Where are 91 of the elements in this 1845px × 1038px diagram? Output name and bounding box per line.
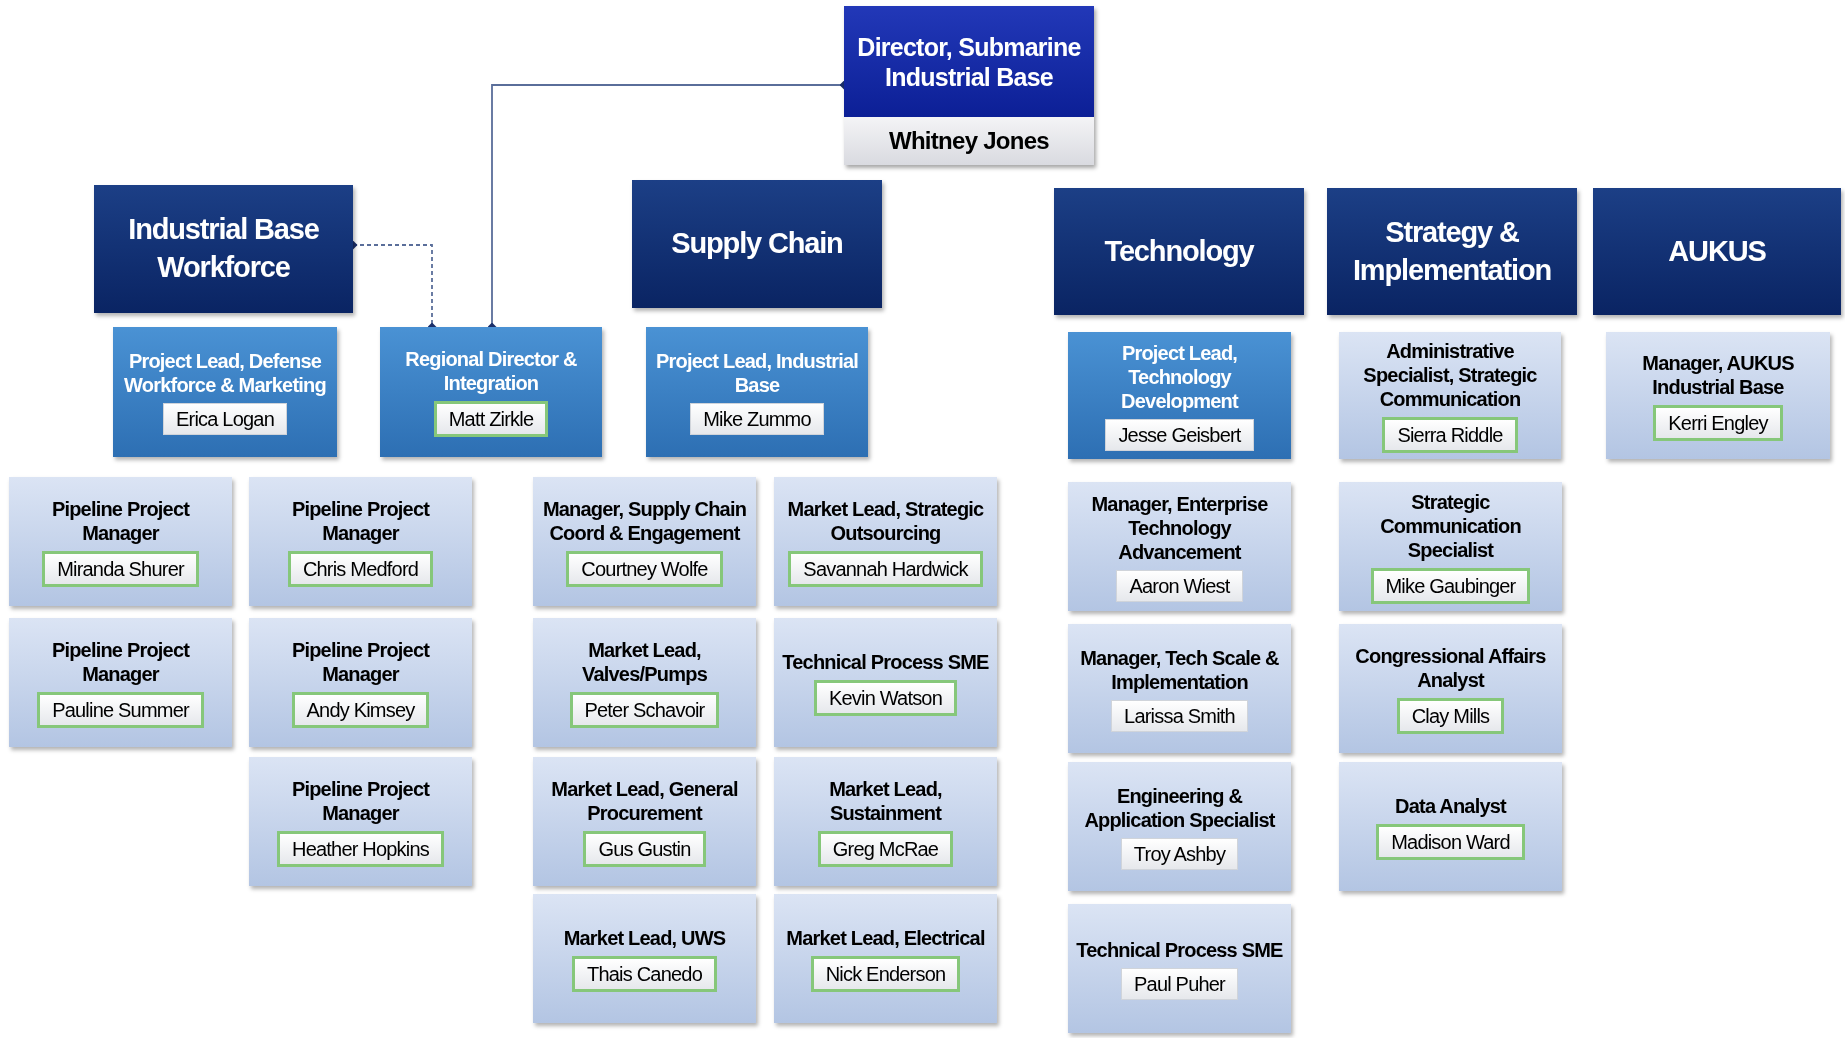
role-title: Technical Process SME bbox=[1076, 937, 1283, 962]
role-title: Engineering & Application Specialist bbox=[1083, 783, 1277, 832]
role-card bbox=[1068, 482, 1291, 611]
name-plate: Aaron Wiest bbox=[1116, 569, 1243, 602]
role-title: Manager, Tech Scale & Implementation bbox=[1079, 645, 1280, 694]
name-plate: Kerri Engley bbox=[1653, 404, 1783, 441]
name-plate: Jesse Geisbert bbox=[1105, 418, 1254, 451]
role-card bbox=[1339, 624, 1562, 753]
name-plate: Erica Logan bbox=[163, 403, 287, 435]
role-card bbox=[249, 477, 472, 606]
role-title: Congressional Affairs Analyst bbox=[1354, 643, 1547, 692]
name-plate: Madison Ward bbox=[1376, 823, 1525, 860]
role-title: Strategy & Implementation bbox=[1351, 214, 1553, 288]
role-title: AUKUS bbox=[1668, 233, 1766, 269]
role-title: Industrial Base Workforce bbox=[127, 212, 320, 285]
role-title: Project Lead, Industrial Base bbox=[655, 349, 859, 397]
name-plate: Greg McRae bbox=[817, 830, 954, 867]
department-header bbox=[1327, 188, 1577, 315]
role-card bbox=[774, 757, 997, 886]
role-card bbox=[249, 618, 472, 747]
role-title: Strategic Communication Specialist bbox=[1379, 489, 1522, 562]
name-plate: Nick Enderson bbox=[810, 955, 961, 992]
role-title: Manager, Enterprise Technology Advancement bbox=[1090, 491, 1269, 564]
role-title: Technology bbox=[1104, 233, 1254, 269]
role-title: Pipeline Project Manager bbox=[50, 637, 191, 686]
role-title: Administrative Specialist, Strategic Communication bbox=[1362, 338, 1538, 411]
role-title: Project Lead, Technology Development bbox=[1120, 340, 1240, 413]
department-header bbox=[1593, 188, 1841, 315]
name-plate: Sierra Riddle bbox=[1382, 416, 1518, 453]
name-plate: Pauline Summer bbox=[37, 691, 204, 728]
role-title: Market Lead, Valves/Pumps bbox=[581, 637, 708, 686]
role-title: Market Lead, Electrical bbox=[786, 925, 985, 950]
role-title: Data Analyst bbox=[1395, 793, 1506, 818]
role-card bbox=[1068, 904, 1291, 1033]
role-title: Regional Director & Integration bbox=[404, 347, 578, 395]
role-card bbox=[774, 618, 997, 747]
role-title: Manager, AUKUS Industrial Base bbox=[1641, 350, 1795, 399]
department-header bbox=[94, 185, 353, 313]
role-card bbox=[533, 757, 756, 886]
name-plate: Clay Mills bbox=[1396, 697, 1505, 734]
role-title: Market Lead, Sustainment bbox=[828, 776, 943, 825]
role-card bbox=[533, 477, 756, 606]
role-card bbox=[1339, 332, 1561, 459]
name-plate: Larissa Smith bbox=[1111, 699, 1248, 732]
role-title: Market Lead, UWS bbox=[563, 925, 726, 950]
name-plate: Andy Kimsey bbox=[291, 691, 430, 728]
name-plate: Kevin Watson bbox=[813, 679, 957, 716]
role-card bbox=[646, 327, 868, 457]
role-card bbox=[774, 894, 997, 1023]
director-card bbox=[844, 6, 1094, 165]
role-card bbox=[9, 618, 232, 747]
role-card bbox=[1606, 332, 1830, 459]
name-plate: Paul Puher bbox=[1121, 967, 1238, 1000]
role-title: Market Lead, Strategic Outsourcing bbox=[786, 496, 985, 545]
role-title: Director, Submarine Industrial Base bbox=[844, 6, 1094, 117]
role-title: Pipeline Project Manager bbox=[290, 776, 431, 825]
name-plate: Thais Canedo bbox=[572, 955, 717, 992]
name-plate: Miranda Shurer bbox=[42, 550, 199, 587]
name-plate: Courtney Wolfe bbox=[566, 550, 723, 587]
role-title: Supply Chain bbox=[671, 226, 843, 262]
role-title: Pipeline Project Manager bbox=[50, 496, 191, 545]
role-card bbox=[1339, 482, 1562, 611]
role-card bbox=[1068, 332, 1291, 459]
name-plate: Mike Zummo bbox=[690, 403, 824, 435]
department-header bbox=[1054, 188, 1304, 315]
name-plate: Heather Hopkins bbox=[277, 830, 444, 867]
role-title: Pipeline Project Manager bbox=[290, 637, 431, 686]
name-band: Whitney Jones bbox=[844, 117, 1094, 165]
name-plate: Gus Gustin bbox=[583, 830, 706, 867]
role-card bbox=[113, 327, 337, 457]
role-card bbox=[774, 477, 997, 606]
role-card bbox=[380, 327, 602, 457]
name-plate: Chris Medford bbox=[287, 550, 434, 587]
role-title: Project Lead, Defense Workforce & Marketing bbox=[123, 349, 327, 397]
role-card bbox=[1068, 624, 1291, 753]
name-plate: Savannah Hardwick bbox=[788, 550, 983, 587]
role-title: Market Lead, General Procurement bbox=[550, 776, 739, 825]
name-plate: Matt Zirkle bbox=[433, 401, 549, 437]
role-card bbox=[9, 477, 232, 606]
role-card bbox=[533, 894, 756, 1023]
name-plate: Mike Gaubinger bbox=[1370, 567, 1531, 604]
role-card bbox=[1068, 762, 1291, 891]
role-title: Pipeline Project Manager bbox=[290, 496, 431, 545]
role-card bbox=[249, 757, 472, 886]
role-title: Manager, Supply Chain Coord & Engagement bbox=[541, 496, 748, 545]
name-plate: Peter Schavoir bbox=[569, 691, 720, 728]
role-card bbox=[533, 618, 756, 747]
name-plate: Troy Ashby bbox=[1120, 837, 1239, 870]
role-card bbox=[1339, 762, 1562, 891]
role-title: Technical Process SME bbox=[782, 649, 989, 674]
department-header bbox=[632, 180, 882, 308]
